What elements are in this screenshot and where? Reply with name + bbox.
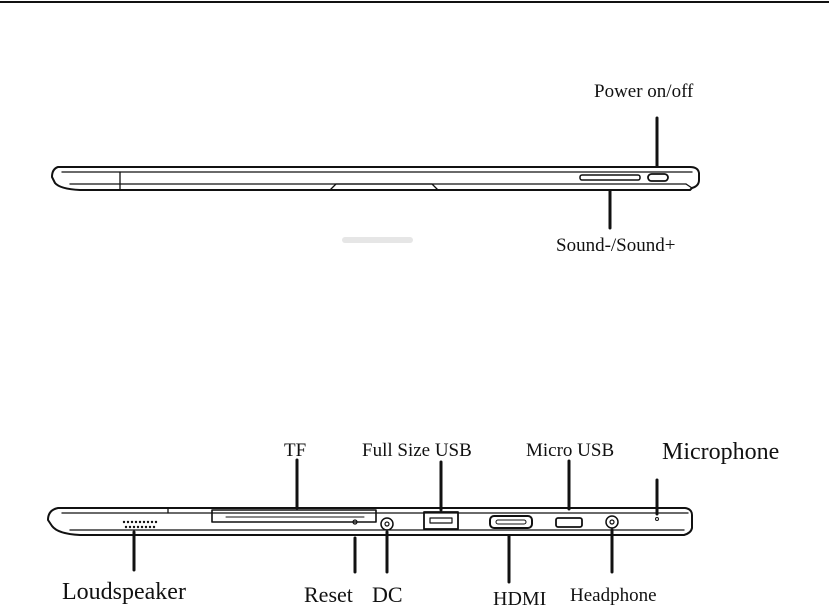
headphone-jack-pin <box>610 520 614 524</box>
micro-usb-label: Micro USB <box>526 441 614 460</box>
loudspeaker-label: Loudspeaker <box>62 580 186 604</box>
microphone-label: Microphone <box>662 440 779 464</box>
full-usb-tongue <box>430 518 452 523</box>
hdmi-label: HDMI <box>493 589 546 609</box>
tf-slot <box>212 510 376 522</box>
volume-label: Sound-/Sound+ <box>556 236 675 255</box>
volume-rocker <box>580 175 640 180</box>
top-edge-outline <box>52 167 699 190</box>
side-edge-view <box>48 460 692 582</box>
power-button <box>648 174 668 181</box>
tf-label: TF <box>284 441 306 460</box>
top-edge-view <box>52 118 699 240</box>
full-usb-port <box>424 512 458 529</box>
dc-label: DC <box>372 584 403 606</box>
reset-label: Reset <box>304 584 353 606</box>
micro-usb-port <box>556 518 582 527</box>
headphone-jack <box>606 516 618 528</box>
headphone-label: Headphone <box>570 586 657 605</box>
top-edge-right-detail <box>686 184 692 188</box>
dc-jack-pin <box>385 522 389 526</box>
power-label: Power on/off <box>594 82 693 101</box>
microphone-hole <box>656 518 659 521</box>
loudspeaker-grille <box>123 521 157 528</box>
hdmi-port-inner <box>496 520 526 524</box>
full-size-usb-label: Full Size USB <box>362 441 472 460</box>
dc-jack <box>381 518 393 530</box>
